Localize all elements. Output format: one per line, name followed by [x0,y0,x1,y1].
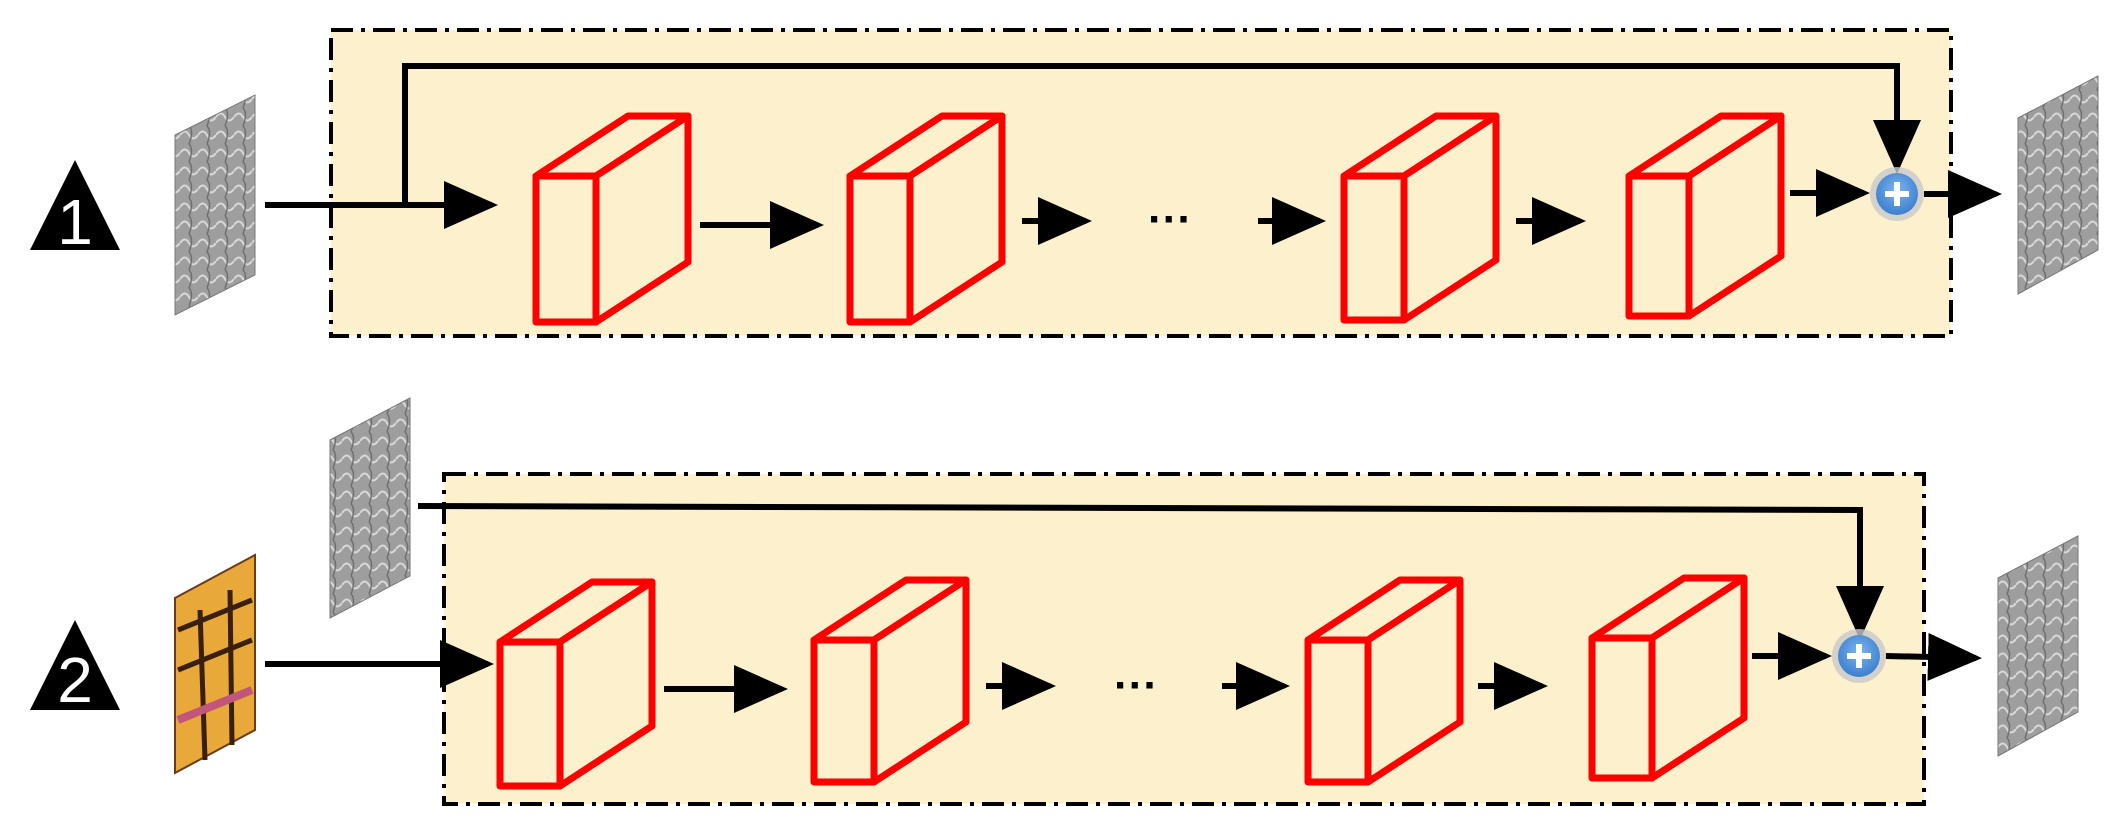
step-marker-2: 2 [30,620,120,716]
step-marker-1: 1 [30,160,120,258]
output-arrow-2 [1885,632,1982,681]
row-2: 2 ··· [30,397,2079,806]
conv-block [1340,112,1500,324]
conv-block [1588,574,1748,782]
skip-input-edge-map-icon [329,397,411,619]
output-edge-map-icon [1997,535,2079,757]
plus-icon [1870,167,1924,221]
conv-block [1625,112,1785,320]
plus-icon [1832,629,1886,683]
output-edge-map-icon [2017,75,2099,295]
conv-block [496,578,656,790]
conv-block [810,576,970,786]
ellipsis: ··· [1148,195,1192,244]
butterfly-photo-icon [174,553,256,775]
skip-connection-2 [417,503,1884,640]
row-1: 1 ··· [30,28,2099,338]
conv-block [846,112,1006,326]
step-marker-label: 1 [57,186,93,258]
skip-connection-1 [402,63,1921,205]
step-marker-label: 2 [57,644,93,716]
conv-block [532,112,692,326]
ellipsis: ··· [1114,661,1158,710]
input-edge-map-icon [174,94,256,316]
conv-block [1304,576,1464,786]
